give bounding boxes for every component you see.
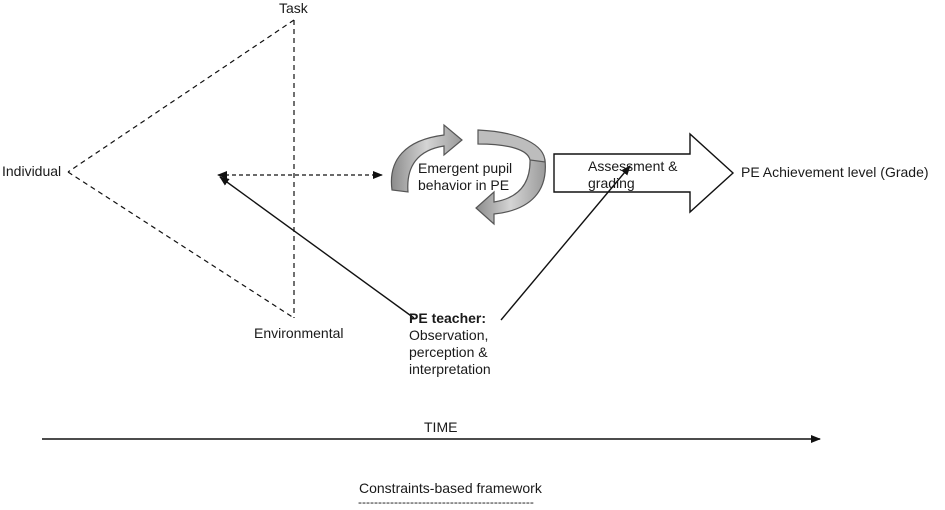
teacher-to-assessment-arrow bbox=[500, 165, 631, 321]
cycle-arrow-bottom bbox=[475, 157, 546, 226]
constraints-triangle bbox=[67, 19, 295, 319]
pe-teacher-line: interpretation bbox=[409, 361, 491, 377]
pe-teacher-title: PE teacher: bbox=[409, 310, 487, 326]
pe-teacher-block: PE teacher: Observation, perception & in… bbox=[409, 310, 491, 378]
grade-label: PE Achievement level (Grade) bbox=[741, 164, 929, 180]
cycle-band-right bbox=[477, 129, 546, 163]
assessment-block-arrow bbox=[553, 132, 735, 214]
environmental-label: Environmental bbox=[254, 325, 344, 341]
individual-label: Individual bbox=[2, 163, 62, 179]
time-label: TIME bbox=[424, 419, 458, 435]
framework-caption: Constraints-based framework bbox=[359, 480, 542, 496]
pe-teacher-line: Observation, bbox=[409, 327, 489, 343]
task-label: Task bbox=[279, 0, 308, 16]
triangle-edge-task-individual bbox=[67, 19, 295, 173]
assessment-label: Assessment & grading bbox=[588, 158, 678, 191]
cycle-arrow-top bbox=[390, 123, 463, 193]
teacher-to-behavior-arrow bbox=[219, 176, 415, 319]
framework-underline: ----------------------------------------… bbox=[358, 495, 534, 509]
emergent-behavior-label: Emergent pupil behavior in PE bbox=[418, 160, 513, 193]
pe-teacher-line: perception & bbox=[409, 344, 488, 360]
cycle-arrows bbox=[390, 123, 546, 226]
triangle-edge-individual-environmental bbox=[67, 171, 295, 319]
